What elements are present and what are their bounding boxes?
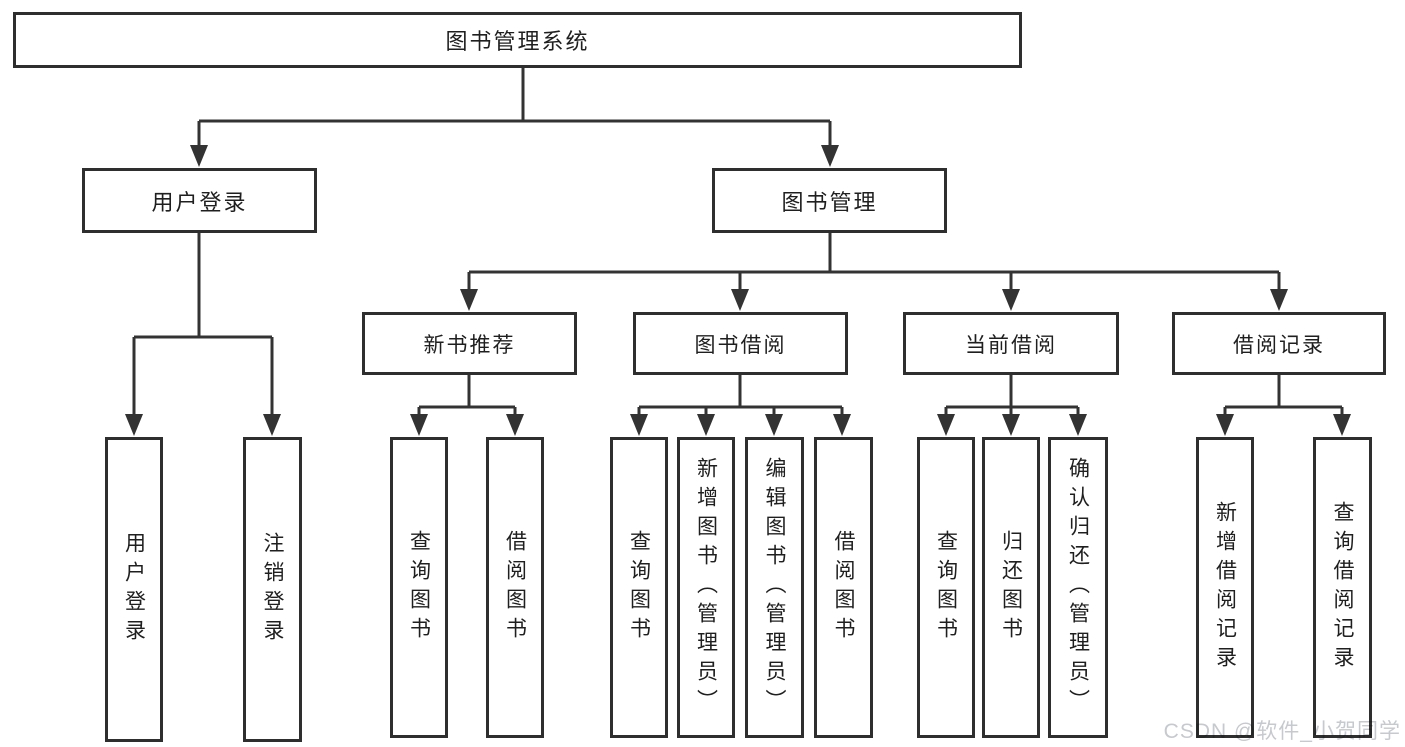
leaf-add-borrow-record-label: 新增借阅记录	[1213, 500, 1237, 675]
leaf-borrow-books-label: 借阅图书	[832, 529, 855, 646]
leaf-confirm-return-admin: 确认归还（管理员）	[1048, 437, 1108, 738]
leaf-borrow-books-recommend: 借阅图书	[486, 437, 544, 738]
connector-lines	[132, 68, 1344, 418]
node-current-borrowing: 当前借阅	[903, 312, 1119, 375]
leaf-query-books-borrowing: 查询图书	[610, 437, 668, 738]
leaf-user-login-label: 用户登录	[122, 531, 146, 648]
leaf-query-books-borrowing-label: 查询图书	[627, 529, 651, 646]
leaf-return-book: 归还图书	[982, 437, 1040, 738]
leaf-add-book-admin: 新增图书（管理员）	[677, 437, 735, 738]
leaf-confirm-return-admin-label: 确认归还（管理员）	[1066, 457, 1090, 718]
leaf-borrow-books-recommend-label: 借阅图书	[503, 529, 527, 646]
node-system-root: 图书管理系统	[13, 12, 1022, 68]
leaf-logout: 注销登录	[243, 437, 302, 742]
leaf-query-books-recommend: 查询图书	[390, 437, 448, 738]
node-book-management: 图书管理	[712, 168, 947, 233]
csdn-watermark: CSDN @软件_小贺同学	[1163, 720, 1401, 743]
node-borrowing-records: 借阅记录	[1172, 312, 1386, 375]
leaf-query-books-current-label: 查询图书	[934, 529, 958, 646]
leaf-borrow-books: 借阅图书	[814, 437, 873, 738]
leaf-return-book-label: 归还图书	[999, 529, 1023, 646]
leaf-query-books-current: 查询图书	[917, 437, 975, 738]
leaf-query-books-recommend-label: 查询图书	[407, 529, 431, 646]
leaf-edit-book-admin-label: 编辑图书（管理员）	[763, 457, 786, 718]
leaf-query-borrow-record-label: 查询借阅记录	[1331, 500, 1354, 675]
leaf-add-book-admin-label: 新增图书（管理员）	[694, 457, 718, 718]
node-new-book-recommendation: 新书推荐	[362, 312, 577, 375]
arrowhead-icons	[125, 145, 1351, 436]
leaf-add-borrow-record: 新增借阅记录	[1196, 437, 1254, 738]
node-book-borrowing: 图书借阅	[633, 312, 848, 375]
leaf-user-login: 用户登录	[105, 437, 163, 742]
leaf-logout-label: 注销登录	[261, 531, 284, 648]
leaf-query-borrow-record: 查询借阅记录	[1313, 437, 1372, 738]
node-user-login: 用户登录	[82, 168, 317, 233]
leaf-edit-book-admin: 编辑图书（管理员）	[745, 437, 804, 738]
